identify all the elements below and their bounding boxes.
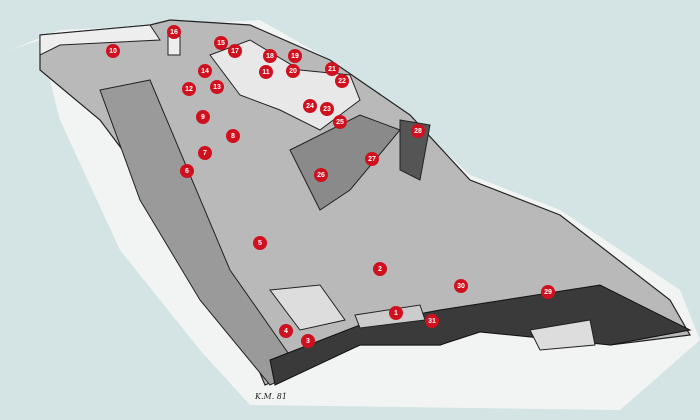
- map-marker-27[interactable]: 27: [365, 152, 379, 166]
- map-marker-3[interactable]: 3: [301, 334, 315, 348]
- map-marker-15[interactable]: 15: [214, 36, 228, 50]
- map-marker-19[interactable]: 19: [288, 49, 302, 63]
- map-marker-23[interactable]: 23: [320, 102, 334, 116]
- map-marker-21[interactable]: 21: [325, 62, 339, 76]
- artist-signature: K.M. 81: [255, 392, 287, 401]
- map-marker-31[interactable]: 31: [425, 314, 439, 328]
- map-marker-8[interactable]: 8: [226, 129, 240, 143]
- map-marker-24[interactable]: 24: [303, 99, 317, 113]
- wall-north: [39, 24, 161, 56]
- map-marker-26[interactable]: 26: [314, 168, 328, 182]
- map-marker-16[interactable]: 16: [167, 25, 181, 39]
- map-marker-22[interactable]: 22: [335, 74, 349, 88]
- map-marker-28[interactable]: 28: [411, 124, 425, 138]
- map-marker-18[interactable]: 18: [263, 49, 277, 63]
- east-building: [529, 319, 596, 351]
- map-marker-14[interactable]: 14: [198, 64, 212, 78]
- map-marker-12[interactable]: 12: [182, 82, 196, 96]
- map-marker-30[interactable]: 30: [454, 279, 468, 293]
- map-marker-4[interactable]: 4: [279, 324, 293, 338]
- map-marker-7[interactable]: 7: [198, 146, 212, 160]
- map-marker-25[interactable]: 25: [333, 115, 347, 129]
- map-marker-5[interactable]: 5: [253, 236, 267, 250]
- map-marker-10[interactable]: 10: [106, 44, 120, 58]
- map-marker-17[interactable]: 17: [228, 44, 242, 58]
- map-marker-2[interactable]: 2: [373, 262, 387, 276]
- barracks: [269, 284, 346, 331]
- map-marker-9[interactable]: 9: [196, 110, 210, 124]
- map-marker-29[interactable]: 29: [541, 285, 555, 299]
- map-marker-11[interactable]: 11: [259, 65, 273, 79]
- map-marker-20[interactable]: 20: [286, 64, 300, 78]
- map-marker-1[interactable]: 1: [389, 306, 403, 320]
- map-marker-13[interactable]: 13: [210, 80, 224, 94]
- map-marker-6[interactable]: 6: [180, 164, 194, 178]
